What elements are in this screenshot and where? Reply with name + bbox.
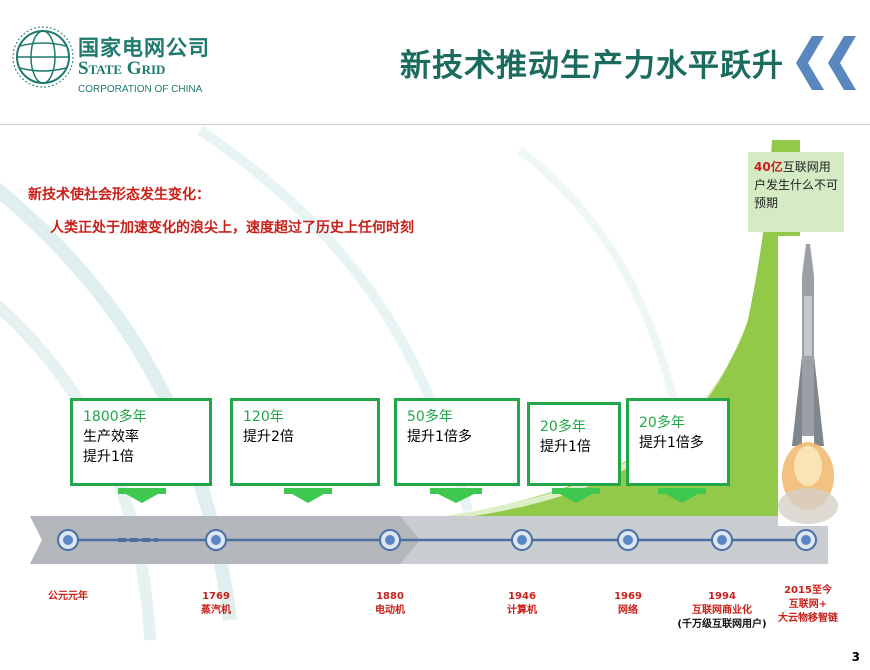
timeline-label-year: 1769 bbox=[202, 591, 230, 602]
header-divider bbox=[0, 124, 870, 125]
period-line-2: 提升1倍多 bbox=[639, 435, 704, 451]
down-arrow-icon bbox=[118, 488, 166, 503]
period-duration: 20多年 bbox=[639, 415, 685, 431]
down-arrow-icon bbox=[552, 488, 600, 503]
globe-icon bbox=[12, 26, 74, 88]
timeline-label-line-1: 公元元年 bbox=[48, 591, 88, 602]
callout-box: 40亿互联网用户发生什么不可预期 bbox=[748, 152, 844, 232]
logo-name-en: State Grid bbox=[78, 58, 166, 79]
period-duration: 1800多年 bbox=[83, 409, 147, 425]
timeline-label-event: 计算机 bbox=[507, 605, 537, 616]
timeline-label-event: 蒸汽机 bbox=[201, 605, 231, 616]
timeline-label-year: 1946 bbox=[508, 591, 536, 602]
period-duration: 120年 bbox=[243, 409, 284, 425]
timeline-label-year: 1969 bbox=[614, 591, 642, 602]
callout-highlight: 40亿 bbox=[754, 160, 783, 174]
period-duration: 20多年 bbox=[540, 419, 586, 435]
period-line-2: 提升1倍 bbox=[540, 439, 591, 455]
period-line-3: 提升1倍 bbox=[83, 449, 134, 465]
timeline-label: 公元元年 bbox=[28, 590, 108, 604]
double-chevron-icon bbox=[796, 36, 856, 90]
timeline-label: 1994 互联网商业化 (千万级互联网用户) bbox=[666, 590, 778, 632]
timeline-label: 1769 蒸汽机 bbox=[186, 590, 246, 618]
page-number: 3 bbox=[851, 650, 860, 664]
period-box: 50多年 提升1倍多 bbox=[394, 398, 520, 486]
logo-subtitle: CORPORATION OF CHINA bbox=[78, 84, 203, 95]
timeline-label: 1946 计算机 bbox=[492, 590, 552, 618]
period-box: 1800多年 生产效率 提升1倍 bbox=[70, 398, 212, 486]
period-box: 120年 提升2倍 bbox=[230, 398, 380, 486]
timeline-label: 1969 网络 bbox=[598, 590, 658, 618]
timeline-label-note: 大云物移智链 bbox=[778, 613, 838, 624]
timeline-label-note: (千万级互联网用户) bbox=[677, 619, 767, 630]
rocket-illustration bbox=[778, 236, 838, 526]
period-box: 20多年 提升1倍 bbox=[527, 402, 621, 486]
timeline-label-year: 2015至今 bbox=[784, 585, 832, 596]
timeline-label-year: 1880 bbox=[376, 591, 404, 602]
callout-text: 互联网用户发生什么不可预期 bbox=[754, 160, 839, 210]
page-title: 新技术推动生产力水平跃升 bbox=[400, 48, 784, 84]
down-arrow-icon bbox=[430, 488, 482, 503]
logo-name-cn: 国家电网公司 bbox=[78, 36, 210, 60]
timeline-label-event: 互联网+ bbox=[788, 599, 828, 610]
down-arrow-icon bbox=[658, 488, 706, 503]
period-line-2: 提升2倍 bbox=[243, 429, 294, 445]
timeline-label: 1880 电动机 bbox=[360, 590, 420, 618]
timeline-label-event: 互联网商业化 bbox=[692, 605, 752, 616]
down-arrow-icon bbox=[284, 488, 332, 503]
timeline-label: 2015至今 互联网+ 大云物移智链 bbox=[768, 584, 848, 626]
heading-line-2: 人类正处于加速变化的浪尖上，速度超过了历史上任何时刻 bbox=[50, 220, 414, 236]
timeline-label-event: 电动机 bbox=[375, 605, 405, 616]
heading-line-1: 新技术使社会形态发生变化： bbox=[28, 187, 210, 203]
period-line-2: 提升1倍多 bbox=[407, 429, 472, 445]
period-box: 20多年 提升1倍多 bbox=[626, 398, 730, 486]
timeline-label-event: 网络 bbox=[618, 605, 638, 616]
period-duration: 50多年 bbox=[407, 409, 453, 425]
period-line-2: 生产效率 bbox=[83, 429, 139, 445]
timeline-label-year: 1994 bbox=[708, 591, 736, 602]
